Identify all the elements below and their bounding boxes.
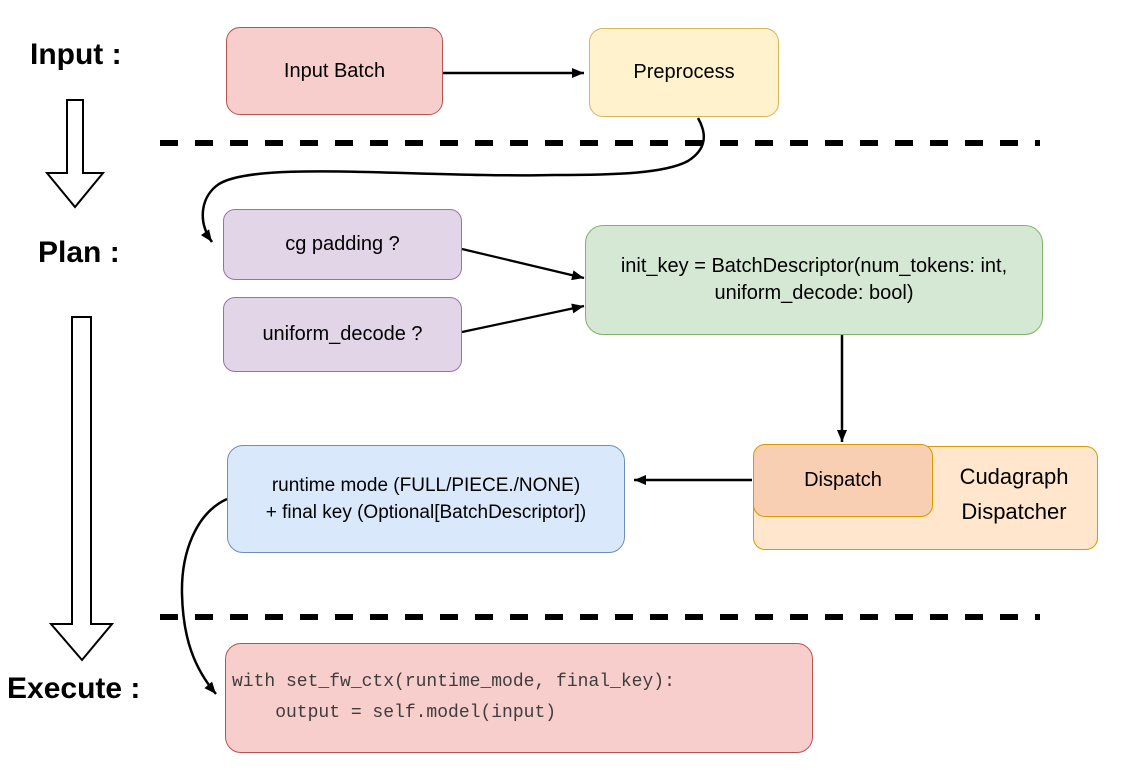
node-input-batch-label: Input Batch bbox=[283, 59, 386, 82]
node-input-batch: Input Batch bbox=[226, 27, 443, 115]
node-preprocess-label: Preprocess bbox=[633, 61, 735, 83]
node-execute-code: with set_fw_ctx(runtime_mode, final_key)… bbox=[225, 643, 813, 753]
node-init-key-line1: init_key = BatchDescriptor(num_tokens: i… bbox=[620, 255, 1008, 277]
node-dispatch: Dispatch bbox=[753, 444, 933, 517]
connector-uniformdecode-to-initkey bbox=[461, 303, 585, 334]
connector-runtimemode-to-executecode bbox=[180, 497, 228, 695]
node-uniform-decode: uniform_decode ? bbox=[223, 297, 462, 372]
node-dispatch-label: Dispatch bbox=[804, 469, 882, 491]
node-execute-code-line2: output = self.model(input) bbox=[232, 703, 557, 723]
node-init-key: init_key = BatchDescriptor(num_tokens: i… bbox=[585, 225, 1043, 335]
connector-cgpadding-to-initkey bbox=[461, 247, 585, 281]
stage-label-input: Input : bbox=[30, 38, 122, 71]
node-runtime-mode: runtime mode (FULL/PIECE./NONE) + final … bbox=[227, 445, 625, 553]
stage-arrow-input-to-plan-icon bbox=[44, 99, 106, 209]
node-preprocess: Preprocess bbox=[589, 28, 779, 117]
node-init-key-line2: uniform_decode: bool) bbox=[714, 282, 914, 304]
node-cg-padding-label: cg padding ? bbox=[285, 233, 400, 255]
stage-label-plan: Plan : bbox=[38, 236, 120, 269]
connector-preprocess-to-cgpadding bbox=[200, 117, 706, 243]
node-uniform-decode-label: uniform_decode ? bbox=[262, 323, 423, 345]
node-execute-code-line1: with set_fw_ctx(runtime_mode, final_key)… bbox=[232, 672, 675, 692]
node-cudagraph-dispatcher-label: Cudagraph Dispatcher bbox=[959, 464, 1069, 524]
node-cg-padding: cg padding ? bbox=[223, 209, 462, 280]
node-runtime-mode-line1: runtime mode (FULL/PIECE./NONE) bbox=[271, 475, 581, 496]
stage-label-execute: Execute : bbox=[7, 672, 141, 705]
node-runtime-mode-line2: + final key (Optional[BatchDescriptor]) bbox=[265, 502, 587, 523]
stage-arrow-plan-to-execute-icon bbox=[48, 316, 115, 662]
